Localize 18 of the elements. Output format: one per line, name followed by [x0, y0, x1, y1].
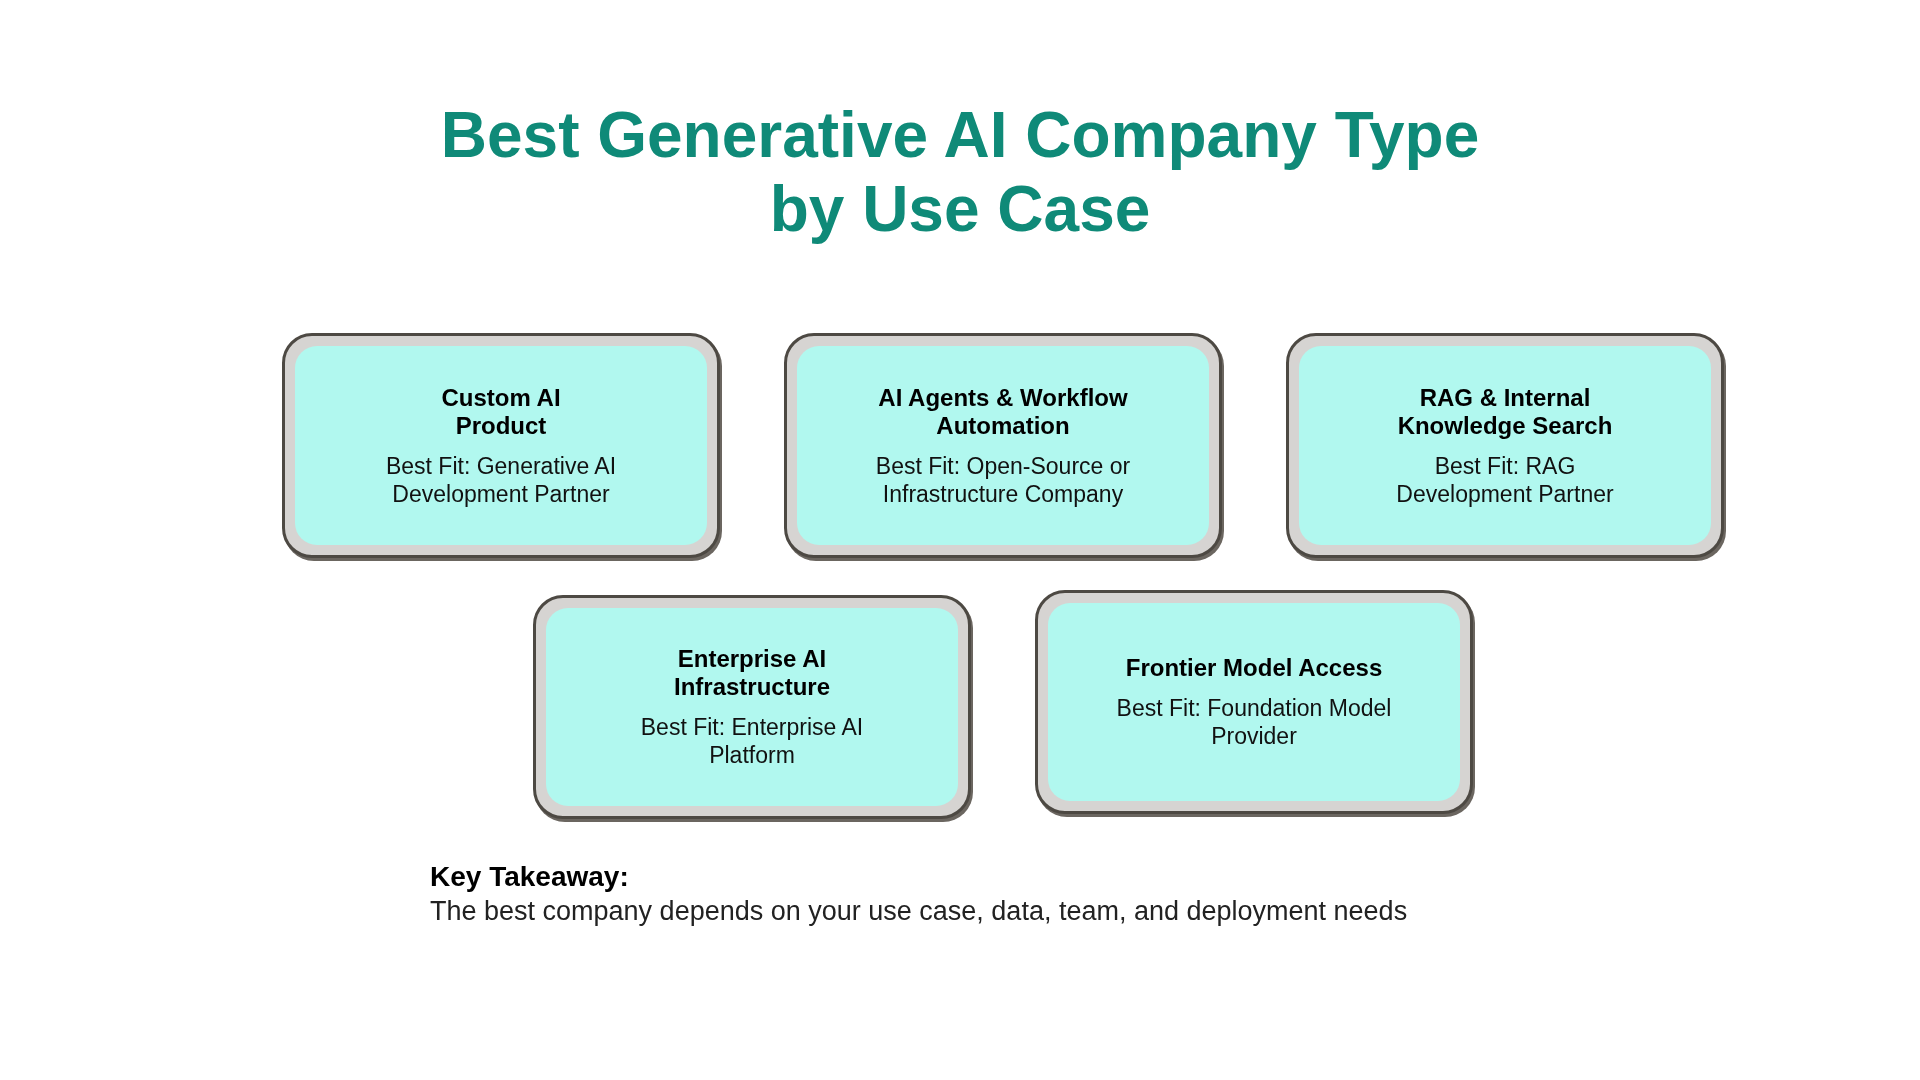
card-body: Best Fit: Foundation Model Provider	[1115, 694, 1393, 750]
card-heading: RAG & Internal Knowledge Search	[1396, 383, 1614, 440]
takeaway-heading: Key Takeaway:	[430, 860, 630, 894]
card-heading: Enterprise AI Infrastructure	[672, 645, 831, 701]
use-case-card	[1035, 590, 1473, 814]
card-heading: Custom AI Product	[440, 383, 562, 440]
card-body: Best Fit: RAG Development Partner	[1395, 451, 1615, 508]
card-heading: AI Agents & Workflow Automation	[877, 383, 1129, 440]
use-case-card	[1286, 333, 1724, 558]
title: Best Generative AI Company Type by Use Case	[439, 98, 1481, 246]
card-body: Best Fit: Open-Source or Infrastructure Company	[874, 451, 1132, 508]
card-body: Best Fit: Generative AI Development Partner	[384, 451, 618, 508]
use-case-card	[282, 333, 720, 558]
card-heading: Frontier Model Access	[1124, 654, 1384, 682]
takeaway-text: The best company depends on your use case, data, team, and deployment needs	[430, 895, 1409, 928]
use-case-card	[784, 333, 1222, 558]
card-body: Best Fit: Enterprise AI Platform	[639, 713, 865, 769]
use-case-card	[533, 595, 971, 819]
